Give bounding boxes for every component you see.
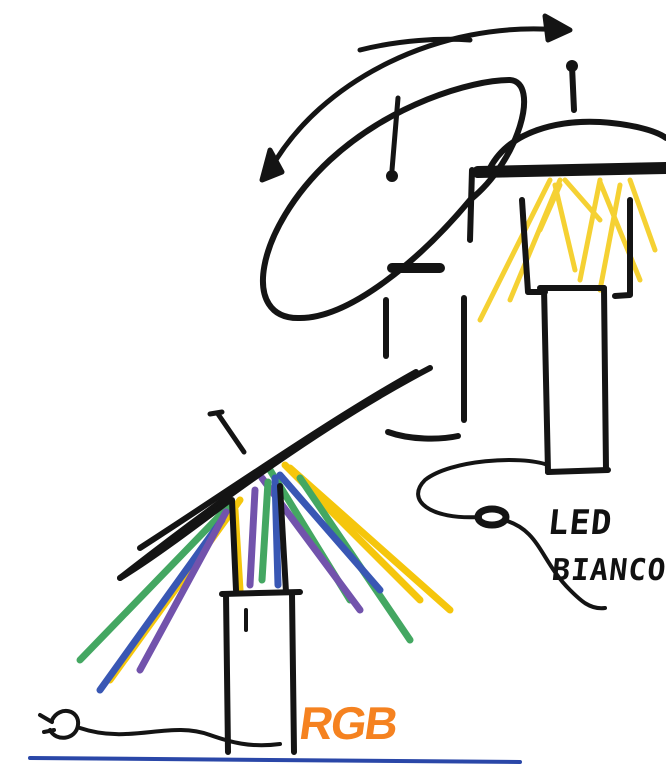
lower-lamp-cable <box>80 728 280 745</box>
upper-lamp-shade <box>478 122 666 172</box>
rgb-label: RGB <box>297 700 400 746</box>
rgb-light-beams <box>80 465 450 690</box>
upper-lamp-stem <box>540 288 608 472</box>
floor-line <box>30 758 520 762</box>
led-label: LED <box>546 506 614 540</box>
upper-lamp-knob <box>572 66 574 110</box>
lower-lamp-stem <box>222 592 300 752</box>
tilting-shade-outline <box>263 80 524 318</box>
lower-lamp-knob <box>218 414 244 452</box>
power-plug-icon <box>40 711 78 738</box>
bianco-label: BIANCO <box>550 556 666 586</box>
upper-lamp-knob-top <box>566 60 578 72</box>
